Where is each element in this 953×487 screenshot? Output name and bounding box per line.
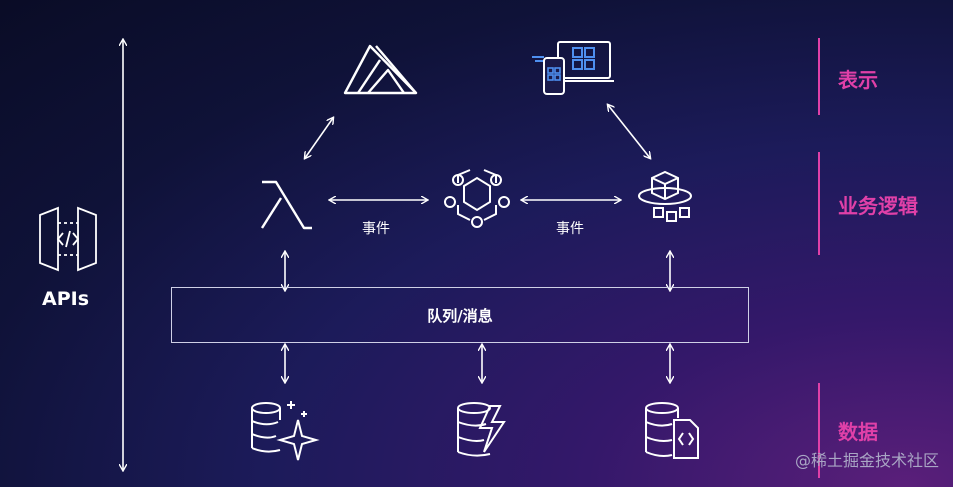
eventbridge-icon <box>444 169 510 228</box>
database-lightning-icon <box>457 402 506 457</box>
api-gateway-icon <box>39 206 97 272</box>
amplify-icon <box>343 44 418 95</box>
arrow-lambda-amplify <box>305 118 333 158</box>
layer-label-data: 数据 <box>838 420 878 444</box>
database-document-icon <box>645 402 699 459</box>
lambda-icon <box>260 180 312 230</box>
watermark: @稀土掘金技术社区 <box>794 451 939 470</box>
queue-label: 队列/消息 <box>427 306 493 325</box>
event-label-right: 事件 <box>556 221 584 237</box>
layer-label-business-logic: 业务逻辑 <box>838 194 918 218</box>
arrow-devices-appsync <box>608 105 650 158</box>
queue-box: 队列/消息 <box>171 287 749 343</box>
layer-label-presentation: 表示 <box>838 68 878 92</box>
event-label-left: 事件 <box>362 221 390 237</box>
devices-icon <box>532 41 614 95</box>
apis-label: APIs <box>42 288 90 310</box>
app-sync-icon <box>638 170 692 222</box>
database-sparkle-icon <box>251 401 320 461</box>
